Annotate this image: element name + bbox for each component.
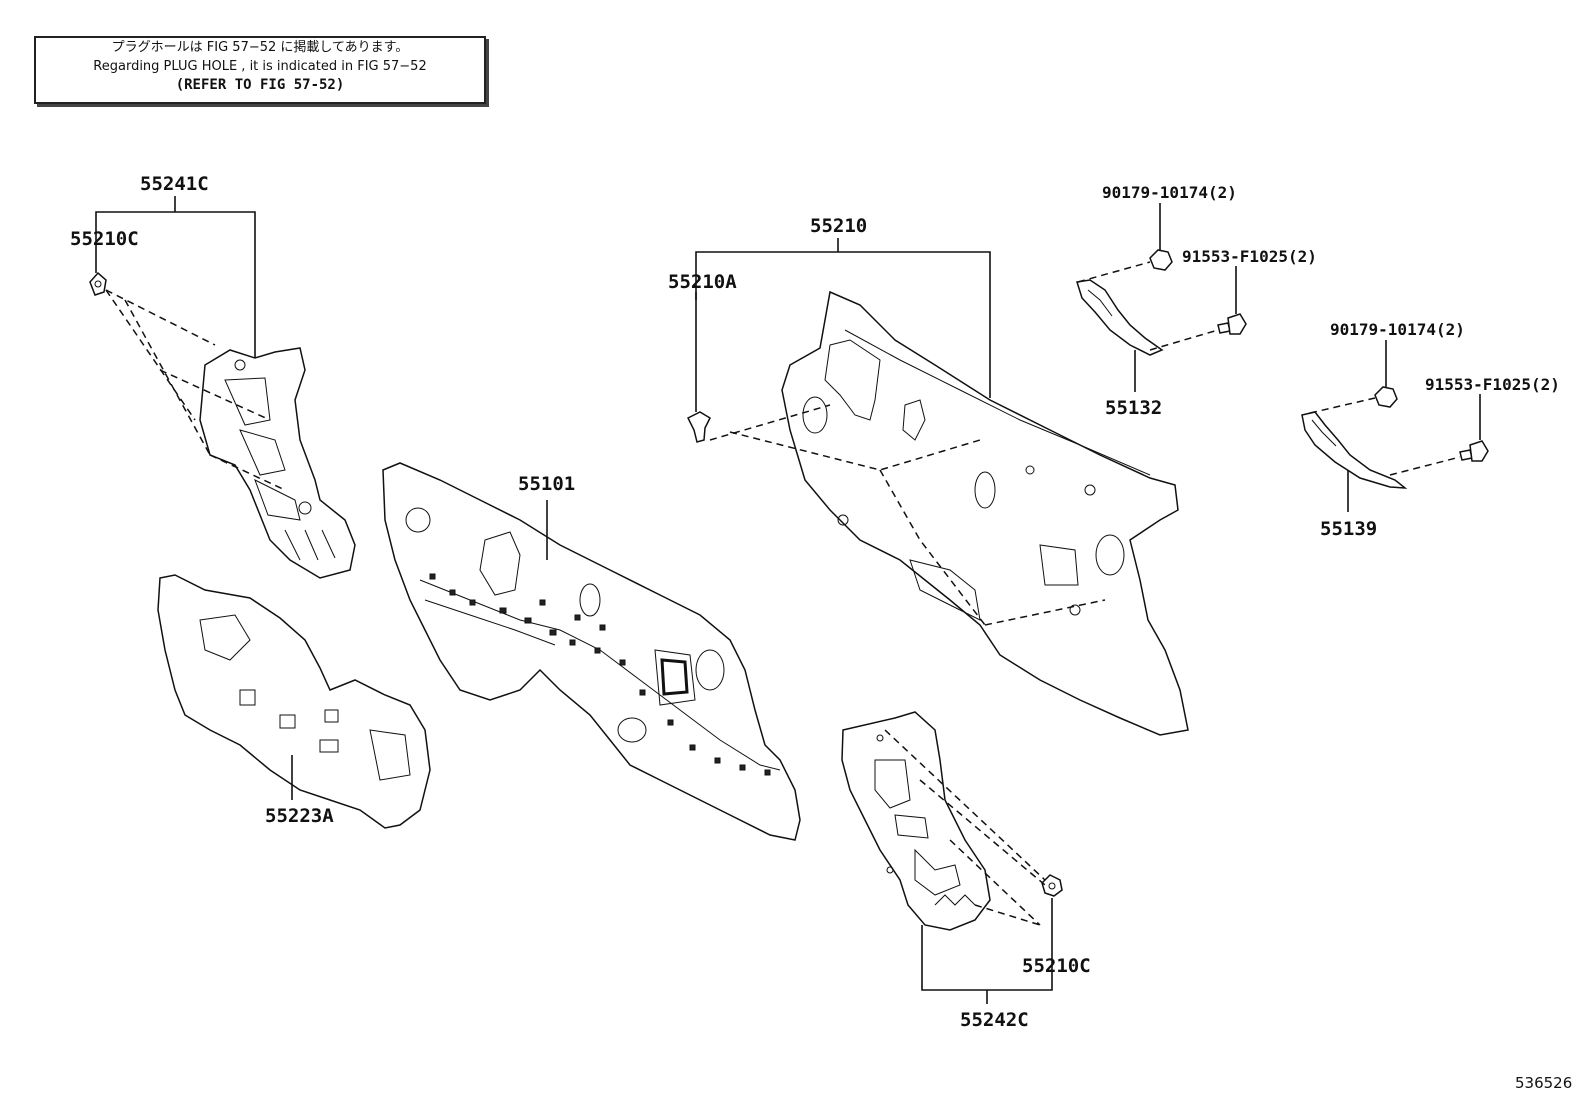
part-55242C-panel [841,711,991,931]
leader-55210 [695,238,991,412]
label-55242C: 55242C [960,1009,1029,1031]
label-55132: 55132 [1105,397,1162,419]
bolt-91553-b [1459,440,1489,462]
bolt-91553-a [1217,313,1247,335]
dash-55210C-bottom-1 [884,729,1046,881]
plug-hole-note: プラグホールは FIG 57−52 に掲載してあります。 Regarding P… [34,36,486,104]
figure-number: 536526 [1515,1074,1572,1092]
dash-55210A-3 [879,469,986,626]
label-90179-b: 90179-10174(2) [1330,320,1465,339]
part-55139-insulator [1301,411,1408,489]
label-55241C: 55241C [140,173,209,195]
dash-55210C-top-4 [159,369,271,421]
label-55101: 55101 [518,473,575,495]
label-55223A: 55223A [265,805,334,827]
label-91553-b: 91553-F1025(2) [1425,375,1560,394]
clip-55210A [686,411,711,443]
part-55132-insulator [1076,279,1164,356]
part-55223A-insulator [157,574,431,829]
dash-55210C-top-2 [105,289,196,421]
label-91553-a: 91553-F1025(2) [1182,247,1317,266]
label-90179-a: 90179-10174(2) [1102,183,1237,202]
dash-55132-1 [1077,261,1151,283]
dash-55132-2 [1149,329,1219,351]
note-japanese: プラグホールは FIG 57−52 に掲載してあります。 [111,40,409,55]
nut-90179-b [1374,386,1398,408]
dash-panel-holes [429,573,771,776]
dash-55210A-2 [729,431,981,471]
dash-55210C-top-5 [209,454,286,491]
nut-90179-a [1149,249,1173,271]
dash-55210C-bottom-2 [919,779,1046,886]
dash-55210C-top-1 [105,289,216,346]
clip-55210C-bottom [1041,874,1063,897]
clip-55210C-top [89,271,107,296]
label-55139: 55139 [1320,518,1377,540]
label-55210A: 55210A [668,271,737,293]
part-55241C-panel [199,347,356,579]
label-55210C-top: 55210C [70,228,139,250]
part-55101-dash-panel [382,462,801,841]
dash-55210C-top-3 [124,299,211,456]
dash-55210A-4 [984,599,1106,626]
leader-55242C [921,898,1053,1004]
note-english: Regarding PLUG HOLE , it is indicated in… [93,59,427,74]
leader-55241C [95,196,256,358]
dash-55139-2 [1389,456,1461,476]
dash-55210A-1 [709,404,831,441]
label-55210C-bottom: 55210C [1022,955,1091,977]
dash-55210C-bottom-3 [949,839,1041,926]
part-55210-silencer [781,290,1189,736]
dash-55139-1 [1309,397,1376,414]
label-55210: 55210 [810,215,867,237]
note-reference: (REFER TO FIG 57-52) [175,77,345,93]
